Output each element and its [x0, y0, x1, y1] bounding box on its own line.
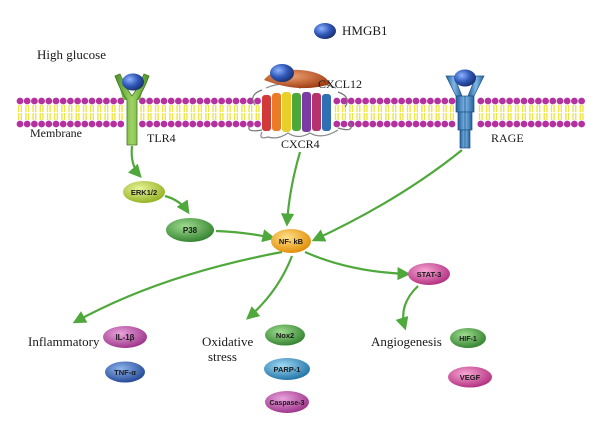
hmgb1-legend-label: HMGB1: [342, 23, 388, 38]
cxcr4-receptor: [248, 64, 352, 139]
node-hif1-label: HIF-1: [459, 336, 477, 343]
node-stat3: STAT-3: [408, 263, 450, 285]
high-glucose-label: High glucose: [37, 47, 106, 62]
tlr4-label: TLR4: [147, 131, 176, 145]
inflammatory-label: Inflammatory: [28, 334, 100, 349]
node-il1b: IL-1β: [103, 326, 147, 348]
cxcl12-label: CXCL12: [318, 77, 362, 91]
node-erk-label: ERK1/2: [131, 188, 157, 197]
node-p38: P38: [166, 218, 214, 242]
arrow-stat3-angiogenesis: [395, 285, 419, 331]
hmgb1-ligand-tlr4: [122, 73, 144, 91]
node-erk: ERK1/2: [123, 181, 165, 203]
node-nfkb: NF- kB: [271, 229, 311, 253]
node-caspase3-label: Caspase-3: [269, 400, 304, 407]
hmgb1-legend-icon: [314, 23, 336, 39]
cxcr4-label: CXCR4: [281, 137, 320, 151]
node-hif1: HIF-1: [450, 328, 486, 348]
arrow-nfkb-inflammatory: [72, 250, 283, 324]
tlr4-receptor: [114, 73, 150, 146]
node-tnfa-label: TNF-α: [114, 368, 136, 377]
node-caspase3: Caspase-3: [265, 391, 309, 413]
node-nox2-label: Nox2: [276, 331, 294, 340]
arrow-cxcr4-nfkb: [281, 151, 302, 227]
arrow-nfkb-stat3: [304, 250, 411, 281]
node-tnfa: TNF-α: [105, 361, 145, 383]
hmgb1-ligand-cxcr4: [270, 64, 294, 82]
angiogenesis-label: Angiogenesis: [371, 334, 442, 349]
node-nfkb-label: NF- kB: [279, 237, 304, 246]
rage-label: RAGE: [491, 131, 524, 145]
node-nox2: Nox2: [265, 324, 305, 346]
node-il1b-label: IL-1β: [115, 333, 134, 342]
hmgb1-ligand-rage: [454, 69, 476, 87]
stress-label: stress: [208, 349, 237, 364]
node-vegf-label: VEGF: [460, 373, 481, 382]
arrow-nfkb-oxidative: [246, 255, 294, 320]
pathway-arrows: [72, 145, 463, 331]
arrow-erk-p38: [164, 194, 190, 215]
node-vegf: VEGF: [448, 366, 492, 388]
oxidative-label: Oxidative: [202, 334, 253, 349]
node-parp1: PARP-1: [264, 358, 310, 380]
rage-receptor: [445, 69, 485, 149]
arrow-tlr4-erk: [128, 145, 142, 178]
node-parp1-label: PARP-1: [274, 365, 301, 374]
cell-membrane: [16, 97, 585, 128]
node-p38-label: P38: [183, 226, 198, 235]
arrow-p38-nfkb: [215, 229, 276, 243]
membrane-label: Membrane: [30, 126, 82, 140]
node-stat3-label: STAT-3: [417, 270, 442, 279]
arrow-rage-nfkb: [311, 149, 463, 242]
